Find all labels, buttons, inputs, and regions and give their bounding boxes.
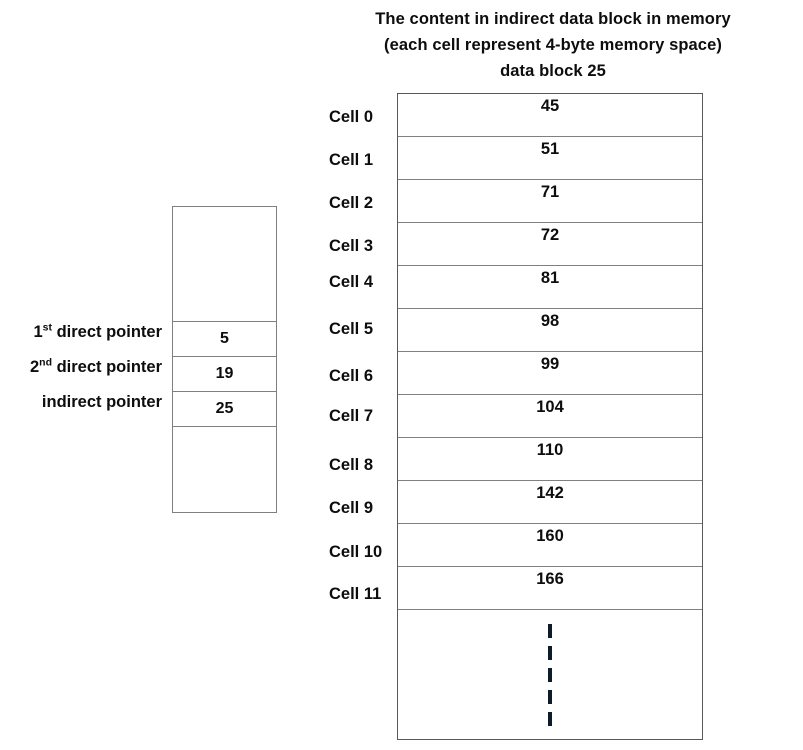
cell-label-7: Cell 7 bbox=[329, 407, 374, 425]
label-indirect-pointer: indirect pointer bbox=[0, 392, 170, 412]
label-direct-pointer-1: 1st direct pointer bbox=[0, 322, 170, 342]
cell-label-6: Cell 6 bbox=[329, 367, 374, 385]
label-direct-pointer-2-text: direct pointer bbox=[51, 358, 162, 376]
data-block-row: 142 bbox=[398, 481, 702, 524]
cell-label-10: Cell 10 bbox=[329, 543, 383, 561]
data-block-value: 99 bbox=[540, 355, 560, 373]
data-block-row: 72 bbox=[398, 223, 702, 266]
label-direct-pointer-2-ordinal: 2 bbox=[29, 358, 40, 376]
data-block-row: 104 bbox=[398, 395, 702, 438]
inode-empty-bottom-region bbox=[173, 427, 276, 512]
data-block-row: 71 bbox=[398, 180, 702, 223]
data-block-table: 45 51 71 72 81 98 99 104 110 142 160 166 bbox=[397, 93, 703, 740]
cell-label-4: Cell 4 bbox=[329, 273, 374, 291]
data-block-value: 142 bbox=[536, 484, 564, 502]
data-block-continuation-row bbox=[398, 610, 702, 739]
data-block-value: 166 bbox=[536, 570, 564, 588]
label-direct-pointer-1-text: direct pointer bbox=[51, 323, 162, 341]
label-direct-pointer-1-ordinal: 1 bbox=[33, 323, 43, 341]
data-block-row: 81 bbox=[398, 266, 702, 309]
cell-label-11: Cell 11 bbox=[329, 585, 382, 603]
data-block-row: 166 bbox=[398, 567, 702, 610]
data-block-value: 72 bbox=[540, 226, 560, 244]
diagram-title: The content in indirect data block in me… bbox=[338, 6, 768, 84]
inode-row-direct-pointer-1: 5 bbox=[173, 322, 276, 357]
data-block-value: 51 bbox=[540, 140, 560, 158]
data-block-value: 81 bbox=[540, 269, 560, 287]
inode-empty-top-region bbox=[173, 207, 276, 322]
cell-label-1: Cell 1 bbox=[329, 151, 374, 169]
data-block-row: 51 bbox=[398, 137, 702, 180]
data-block-row: 98 bbox=[398, 309, 702, 352]
data-block-value: 98 bbox=[540, 312, 560, 330]
data-block-row: 45 bbox=[398, 94, 702, 137]
data-block-row: 99 bbox=[398, 352, 702, 395]
title-line-1: The content in indirect data block in me… bbox=[375, 10, 731, 28]
label-indirect-pointer-text: indirect pointer bbox=[41, 393, 162, 411]
cell-label-0: Cell 0 bbox=[329, 108, 374, 126]
inode-pointer-table: 5 19 25 bbox=[172, 206, 277, 513]
title-line-3: data block 25 bbox=[500, 62, 606, 80]
inode-value-direct-pointer-2: 19 bbox=[215, 365, 234, 382]
data-block-value: 45 bbox=[540, 97, 560, 115]
inode-row-direct-pointer-2: 19 bbox=[173, 357, 276, 392]
cell-label-2: Cell 2 bbox=[329, 194, 374, 212]
vertical-ellipsis-icon bbox=[547, 623, 552, 726]
label-direct-pointer-2: 2nd direct pointer bbox=[0, 357, 170, 377]
label-direct-pointer-2-suffix: nd bbox=[39, 356, 52, 369]
label-direct-pointer-1-suffix: st bbox=[42, 321, 52, 334]
inode-value-indirect-pointer: 25 bbox=[215, 400, 234, 417]
cell-label-9: Cell 9 bbox=[329, 499, 374, 517]
cell-label-3: Cell 3 bbox=[329, 237, 374, 255]
data-block-value: 71 bbox=[540, 183, 560, 201]
data-block-row: 160 bbox=[398, 524, 702, 567]
cell-label-8: Cell 8 bbox=[329, 456, 374, 474]
data-block-value: 110 bbox=[536, 441, 564, 459]
title-line-2: (each cell represent 4-byte memory space… bbox=[384, 36, 722, 54]
data-block-row: 110 bbox=[398, 438, 702, 481]
cell-label-5: Cell 5 bbox=[329, 320, 374, 338]
data-block-value: 160 bbox=[536, 527, 564, 545]
inode-value-direct-pointer-1: 5 bbox=[220, 330, 229, 347]
inode-row-indirect-pointer: 25 bbox=[173, 392, 276, 427]
data-block-value: 104 bbox=[536, 398, 564, 416]
